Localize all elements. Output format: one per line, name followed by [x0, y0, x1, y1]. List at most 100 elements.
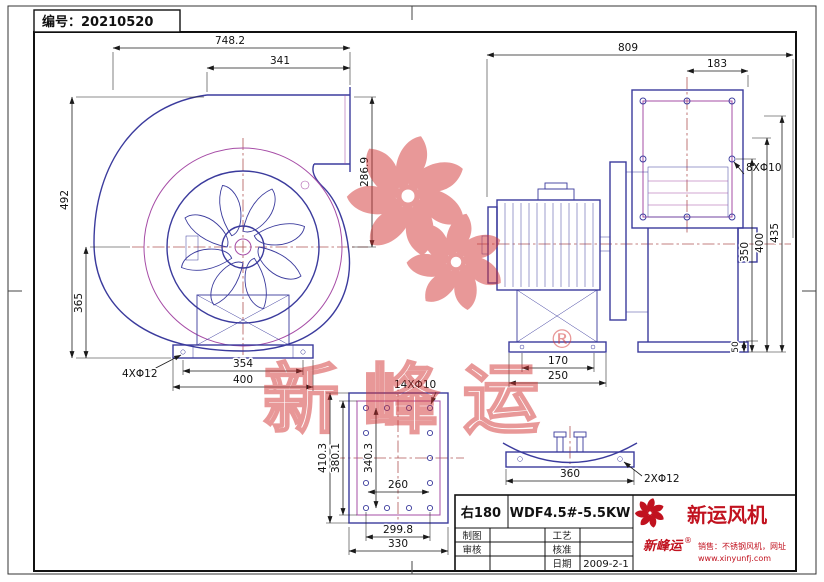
- base-plate: [172, 344, 314, 359]
- inner-border: [33, 31, 797, 572]
- motor-base-hole-right: [590, 344, 596, 350]
- saddle-stud-left: [556, 436, 564, 453]
- watermark-flower-large: [345, 136, 469, 258]
- website: www.xinyunfj.com: [698, 554, 771, 563]
- brand-script: 新峰运: [643, 538, 684, 554]
- drafted-label: 制图: [462, 530, 481, 542]
- process-label: 工艺: [552, 531, 571, 542]
- saddle-hole-right: [617, 456, 623, 462]
- dim-total-height: 492: [59, 190, 71, 210]
- dim-saddle-holes: 2XΦ12: [644, 473, 680, 485]
- right-view-geometry: [477, 77, 791, 353]
- inlet-ring-circle: [143, 147, 343, 347]
- registered-mark-small: ®: [684, 536, 692, 545]
- housing-base-plate: [637, 341, 749, 353]
- outlet-flange-outer: [631, 89, 744, 229]
- dim-flange-hole-rows: 340.3: [363, 443, 375, 473]
- motor-body: [496, 199, 601, 291]
- hub-circle: [221, 225, 265, 269]
- volute-scroll-outline: [93, 94, 351, 352]
- mounting-bracket: [609, 161, 627, 321]
- title-block-frame: [454, 494, 797, 572]
- outer-border: [7, 5, 817, 575]
- approved-label: 核准: [552, 544, 572, 556]
- date-label: 日期: [552, 559, 571, 570]
- dim-base-width: 400: [233, 374, 253, 386]
- watermark-brand-text: 新峰运: [263, 355, 563, 444]
- watermark-registered-mark: ®: [549, 325, 575, 355]
- flange-geometry: [333, 379, 464, 537]
- dim-flange-hole-count: 14XΦ10: [394, 379, 436, 391]
- dim-base-height: 365: [73, 293, 85, 313]
- dim-flange-outer-width: 330: [388, 538, 408, 550]
- motor-fins: [504, 203, 594, 287]
- outlet-flange-inner: [642, 100, 733, 218]
- flange-outer-rect: [348, 392, 449, 524]
- dim-height-3: 435: [769, 223, 781, 243]
- checked-label: 审核: [462, 544, 482, 556]
- dim-foot-height: 50: [731, 341, 741, 353]
- tongue-hole: [300, 180, 310, 190]
- left-view-geometry: [93, 87, 368, 359]
- shaft-circle: [234, 238, 252, 256]
- scroll-through-outlet: [647, 166, 729, 218]
- saddle-stud-left-cap: [553, 431, 567, 438]
- flange-bolt-holes: [639, 97, 736, 221]
- title-block: 右180 WDF4.5#-5.5KW 制图 工艺 审核 核准 日期 2009-2…: [454, 494, 797, 572]
- scroll-through-lines: [648, 180, 728, 206]
- saddle-stud-right: [576, 436, 584, 453]
- hub-bracket: [185, 235, 199, 261]
- saddle-curve: [502, 442, 638, 464]
- watermark-flower-small: [405, 214, 505, 313]
- title-block-grid: [455, 495, 634, 571]
- base-bolt-hole-right: [300, 349, 306, 355]
- dim-height-1: 350: [739, 242, 751, 262]
- motor-base-hole-left: [519, 344, 525, 350]
- dim-flange-hole-cols: 299.8: [383, 524, 413, 536]
- left-view: 748.2 341 492 365 286.9 4XΦ12 354 400: [58, 34, 376, 391]
- saddle-geometry: [502, 426, 638, 478]
- model-label: WDF4.5#-5.5KW: [510, 506, 631, 521]
- dim-total-width: 748.2: [215, 35, 245, 47]
- terminal-box: [537, 188, 575, 201]
- company-name: 新运风机: [687, 503, 767, 527]
- saddle-dimensions: 360 2XΦ12: [505, 461, 681, 487]
- saddle-view: 360 2XΦ12: [502, 426, 681, 487]
- impeller-circle: [166, 170, 320, 324]
- dim-motor-base-width: 250: [548, 370, 568, 382]
- dim-flange-inner-width: 260: [388, 479, 408, 491]
- dim-base-holes: 4XΦ12: [122, 368, 158, 380]
- left-view-dimensions: 748.2 341 492 365 286.9 4XΦ12 354 400: [58, 34, 376, 391]
- dim-outlet-width: 341: [270, 55, 290, 67]
- dim-total-length: 809: [618, 42, 638, 54]
- motor-end-cap: [487, 206, 498, 284]
- sales-line: 销售：不锈钢风机，网址: [698, 541, 786, 551]
- terminal-box-lid: [544, 182, 568, 190]
- dim-motor-hole-spacing: 170: [548, 355, 568, 367]
- dim-flange-holes: 8XΦ10: [746, 162, 782, 174]
- motor-rear-stub: [481, 235, 489, 255]
- saddle-plate: [505, 451, 635, 468]
- flange-inner-rect: [356, 400, 441, 516]
- dim-outlet-height: 286.9: [359, 157, 371, 187]
- motor-base-plate: [508, 341, 607, 353]
- saddle-hole-left: [517, 456, 523, 462]
- serial-number-box: [33, 9, 181, 33]
- right-view: 809 183 8XΦ10 350 400 435 170 250: [477, 41, 794, 387]
- base-bolt-hole-left: [180, 349, 186, 355]
- flange-detail-bolt-holes: [362, 404, 434, 512]
- dim-hole-spacing: 354: [233, 358, 253, 370]
- sheet-frame: 编号：20210520: [7, 5, 817, 575]
- date-value: 2009-2-1: [583, 559, 628, 570]
- right-view-dimensions: 809 183 8XΦ10 350 400 435 170 250: [486, 41, 794, 387]
- inlet-collar: [737, 227, 758, 263]
- flange-detail-view: 14XΦ10 410.3 380.1 340.3 260 299.8 330: [316, 378, 464, 555]
- serial-number-label: 编号：20210520: [42, 14, 153, 30]
- company-logo-icon: [635, 498, 665, 528]
- flange-dimensions: 14XΦ10 410.3 380.1 340.3 260 299.8 330: [316, 378, 449, 555]
- dim-saddle-width: 360: [560, 468, 580, 480]
- dim-flange-outer-height: 410.3: [317, 443, 329, 473]
- pedestal-brace-2: [196, 294, 290, 346]
